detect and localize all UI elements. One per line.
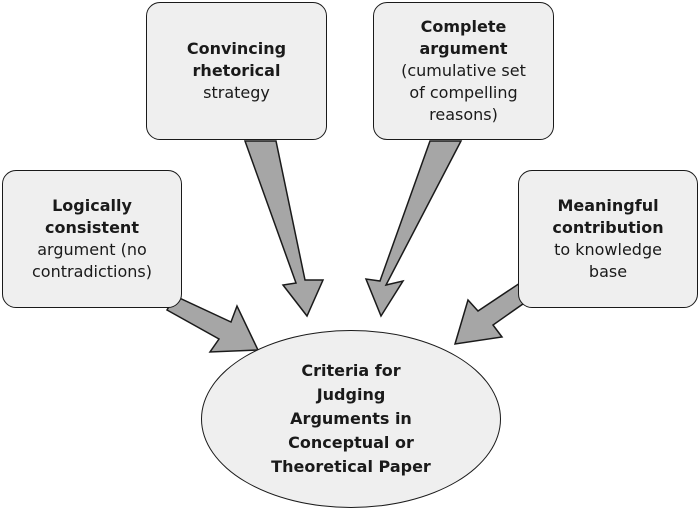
arrow-complete — [364, 140, 463, 318]
box-logical-desc-2: contradictions) — [31, 262, 152, 281]
box-meaningful-desc-2: base — [588, 262, 628, 281]
box-meaningful-title-2: contribution — [552, 218, 664, 237]
center-line-3: Arguments in — [290, 409, 412, 428]
center-line-2: Judging — [316, 385, 386, 404]
arrow-rhetorical — [243, 140, 325, 318]
box-rhetorical-title-1: Convincing — [186, 39, 287, 58]
box-logical-desc-1: argument (no — [37, 240, 147, 259]
arrow-logical — [165, 295, 260, 353]
box-meaningful-title-1: Meaningful — [557, 196, 659, 215]
box-logical-title-2: consistent — [45, 218, 139, 237]
box-convincing-rhetorical: Convincing rhetorical strategy — [146, 2, 327, 140]
box-complete-desc-3: reasons) — [429, 105, 498, 124]
box-complete-desc-1: (cumulative set — [401, 61, 526, 80]
box-complete-desc-2: of compelling — [409, 83, 518, 102]
box-rhetorical-title-2: rhetorical — [192, 61, 281, 80]
center-line-5: Theoretical Paper — [271, 457, 431, 476]
box-complete-title-2: argument — [419, 39, 508, 58]
box-logical-title-1: Logically — [52, 196, 132, 215]
center-line-4: Conceptual or — [288, 433, 414, 452]
box-complete-argument: Complete argument (cumulative set of com… — [373, 2, 554, 140]
box-meaningful-contribution: Meaningful contribution to knowledge bas… — [518, 170, 698, 308]
box-logically-consistent: Logically consistent argument (no contra… — [2, 170, 182, 308]
center-ellipse-criteria: Criteria for Judging Arguments in Concep… — [201, 330, 501, 508]
box-meaningful-desc-1: to knowledge — [554, 240, 662, 259]
box-rhetorical-desc-1: strategy — [203, 83, 270, 102]
box-complete-title-1: Complete — [420, 17, 507, 36]
center-line-1: Criteria for — [301, 361, 401, 380]
